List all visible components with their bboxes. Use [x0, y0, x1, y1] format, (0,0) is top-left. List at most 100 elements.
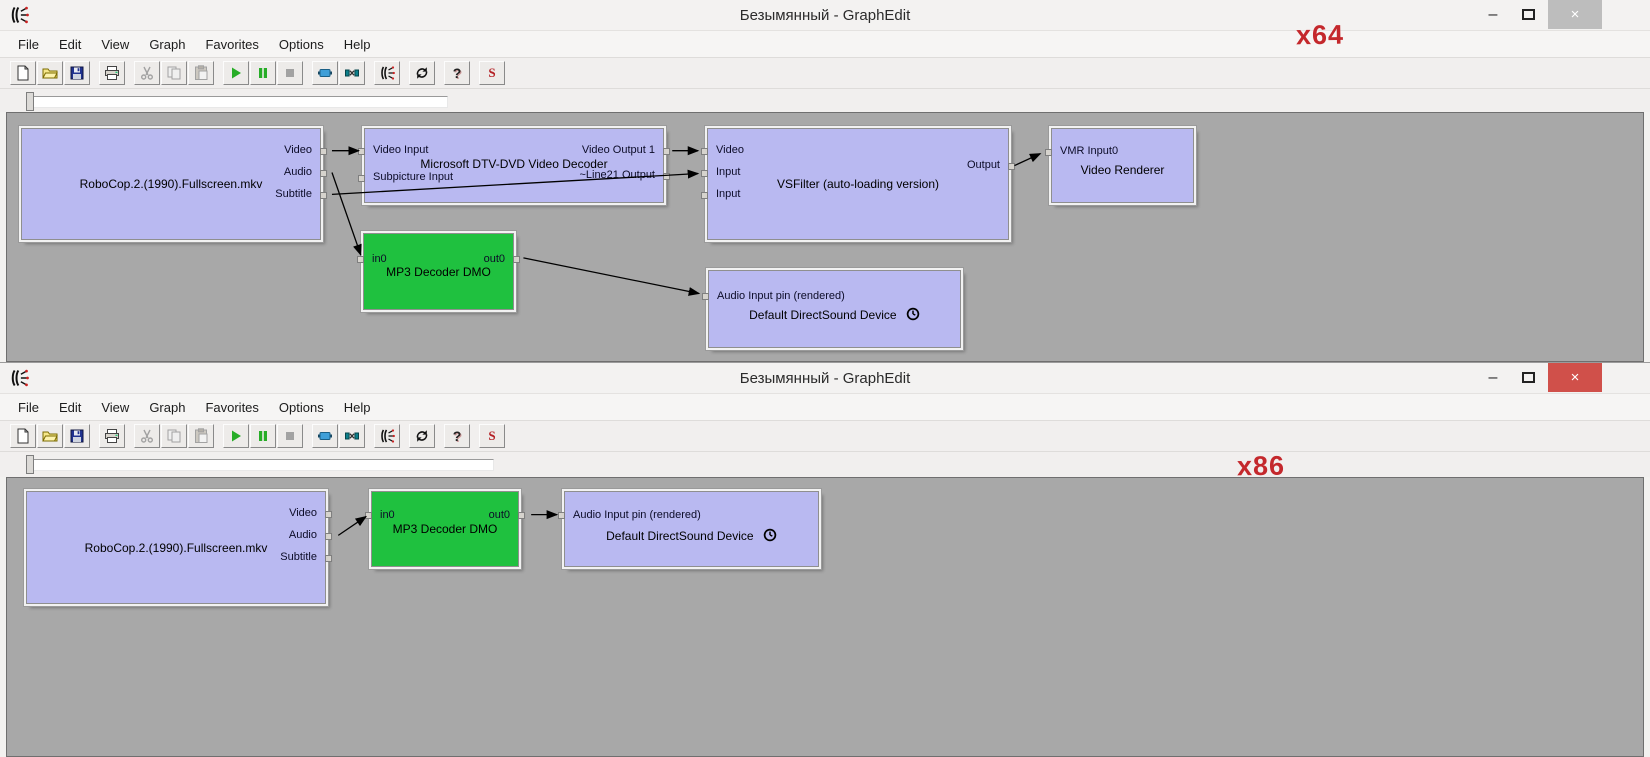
copy-button[interactable]	[161, 61, 187, 85]
saved-graph-script-button[interactable]: S	[479, 61, 505, 85]
input-pin[interactable]	[1045, 149, 1052, 156]
menu-edit[interactable]: Edit	[58, 36, 82, 52]
help-button[interactable]: ?	[444, 424, 470, 448]
filter-box-mp3-decoder[interactable]: MP3 Decoder DMO in0 out0	[357, 233, 520, 310]
output-pin[interactable]	[320, 192, 327, 199]
output-pin[interactable]	[320, 170, 327, 177]
connect-pins-button[interactable]	[339, 424, 365, 448]
stop-icon	[286, 432, 294, 440]
stop-button[interactable]	[277, 424, 303, 448]
maximize-button[interactable]	[1513, 0, 1543, 29]
connection-audio[interactable]	[337, 515, 368, 536]
filter-box-vsfilter[interactable]: VSFilter (auto-loading version) Video In…	[701, 128, 1015, 240]
graph-canvas[interactable]: RoboCop.2.(1990).Fullscreen.mkv Video Au…	[6, 112, 1644, 362]
seek-slider-thumb[interactable]	[26, 455, 34, 474]
input-pin[interactable]	[701, 192, 708, 199]
pin-label: out0	[483, 253, 505, 265]
menu-help[interactable]: Help	[343, 399, 371, 415]
filter-box-directsound[interactable]: Audio Input pin (rendered) Default Direc…	[702, 270, 961, 348]
menu-edit[interactable]: Edit	[58, 399, 82, 415]
menu-favorites[interactable]: Favorites	[205, 36, 259, 52]
filter-box-source[interactable]: RoboCop.2.(1990).Fullscreen.mkv Video Au…	[21, 128, 327, 240]
seek-trackbar[interactable]	[28, 459, 494, 471]
connection-audio-out[interactable]	[523, 257, 701, 296]
menu-help[interactable]: Help	[343, 36, 371, 52]
input-pin[interactable]	[357, 256, 364, 263]
menu-favorites[interactable]: Favorites	[205, 399, 259, 415]
menu-bar: File Edit View Graph Favorites Options H…	[0, 393, 1650, 420]
input-pin[interactable]	[701, 170, 708, 177]
new-graph-button[interactable]	[10, 61, 36, 85]
input-pin[interactable]	[358, 175, 365, 182]
play-button[interactable]	[223, 424, 249, 448]
graphedit-logo-button[interactable]	[374, 424, 400, 448]
filter-box-icon	[318, 69, 332, 77]
menu-graph[interactable]: Graph	[149, 36, 186, 52]
refresh-button[interactable]	[409, 61, 435, 85]
help-button[interactable]: ?	[444, 61, 470, 85]
output-pin[interactable]	[325, 511, 332, 518]
menu-view[interactable]: View	[101, 399, 130, 415]
save-graph-button[interactable]	[64, 424, 90, 448]
pause-button[interactable]	[250, 61, 276, 85]
input-pin[interactable]	[701, 148, 708, 155]
close-button[interactable]: ×	[1548, 0, 1602, 29]
graph-canvas[interactable]: RoboCop.2.(1990).Fullscreen.mkv Video Au…	[6, 477, 1644, 757]
insert-filter-button[interactable]	[312, 61, 338, 85]
connection-audio[interactable]	[331, 172, 362, 257]
menu-options[interactable]: Options	[278, 399, 324, 415]
connection-subtitle[interactable]	[331, 169, 700, 195]
refresh-button[interactable]	[409, 424, 435, 448]
cut-button[interactable]	[134, 424, 160, 448]
menu-options[interactable]: Options	[278, 36, 324, 52]
open-graph-button[interactable]	[37, 424, 63, 448]
filter-box-source[interactable]: RoboCop.2.(1990).Fullscreen.mkv Video Au…	[26, 491, 332, 604]
output-pin[interactable]	[518, 512, 525, 519]
output-pin[interactable]	[320, 148, 327, 155]
menu-file[interactable]: File	[18, 399, 39, 415]
open-graph-button[interactable]	[37, 61, 63, 85]
input-pin[interactable]	[558, 512, 565, 519]
play-button[interactable]	[223, 61, 249, 85]
seek-slider-thumb[interactable]	[26, 92, 34, 111]
new-graph-button[interactable]	[10, 424, 36, 448]
output-pin[interactable]	[513, 256, 520, 263]
menu-file[interactable]: File	[18, 36, 39, 52]
menu-view[interactable]: View	[101, 36, 130, 52]
seek-trackbar[interactable]	[28, 96, 448, 108]
connection-vsfilter-output[interactable]	[1014, 153, 1042, 167]
maximize-icon	[1521, 9, 1535, 20]
print-button[interactable]	[99, 61, 125, 85]
paste-button[interactable]	[188, 61, 214, 85]
connect-pins-button[interactable]	[339, 61, 365, 85]
input-pin[interactable]	[365, 512, 372, 519]
output-pin[interactable]	[1008, 163, 1015, 170]
filter-box-mp3-decoder[interactable]: MP3 Decoder DMO in0 out0	[365, 491, 525, 567]
title-bar[interactable]: Безымянный - GraphEdit – ×	[0, 0, 1650, 30]
insert-filter-button[interactable]	[312, 424, 338, 448]
output-pin[interactable]	[325, 555, 332, 562]
save-graph-button[interactable]	[64, 61, 90, 85]
menu-graph[interactable]: Graph	[149, 399, 186, 415]
output-pin[interactable]	[325, 533, 332, 540]
maximize-button[interactable]	[1513, 363, 1543, 392]
pause-button[interactable]	[250, 424, 276, 448]
minimize-button[interactable]: –	[1488, 368, 1498, 386]
minimize-button[interactable]: –	[1488, 5, 1498, 23]
graphedit-logo-button[interactable]	[374, 61, 400, 85]
close-button[interactable]: ×	[1548, 363, 1602, 392]
stop-button[interactable]	[277, 61, 303, 85]
saved-graph-script-button[interactable]: S	[479, 424, 505, 448]
copy-button[interactable]	[161, 424, 187, 448]
filter-box-video-renderer[interactable]: Video Renderer VMR Input0	[1045, 128, 1194, 203]
output-pin[interactable]	[663, 173, 670, 180]
filter-box-directsound[interactable]: Audio Input pin (rendered) Default Direc…	[558, 491, 819, 567]
print-button[interactable]	[99, 424, 125, 448]
output-pin[interactable]	[663, 148, 670, 155]
paste-button[interactable]	[188, 424, 214, 448]
filter-box-video-decoder[interactable]: Microsoft DTV-DVD Video Decoder Video In…	[358, 128, 670, 203]
cut-button[interactable]	[134, 61, 160, 85]
input-pin[interactable]	[358, 148, 365, 155]
input-pin[interactable]	[702, 293, 709, 300]
title-bar[interactable]: Безымянный - GraphEdit – ×	[0, 363, 1650, 393]
